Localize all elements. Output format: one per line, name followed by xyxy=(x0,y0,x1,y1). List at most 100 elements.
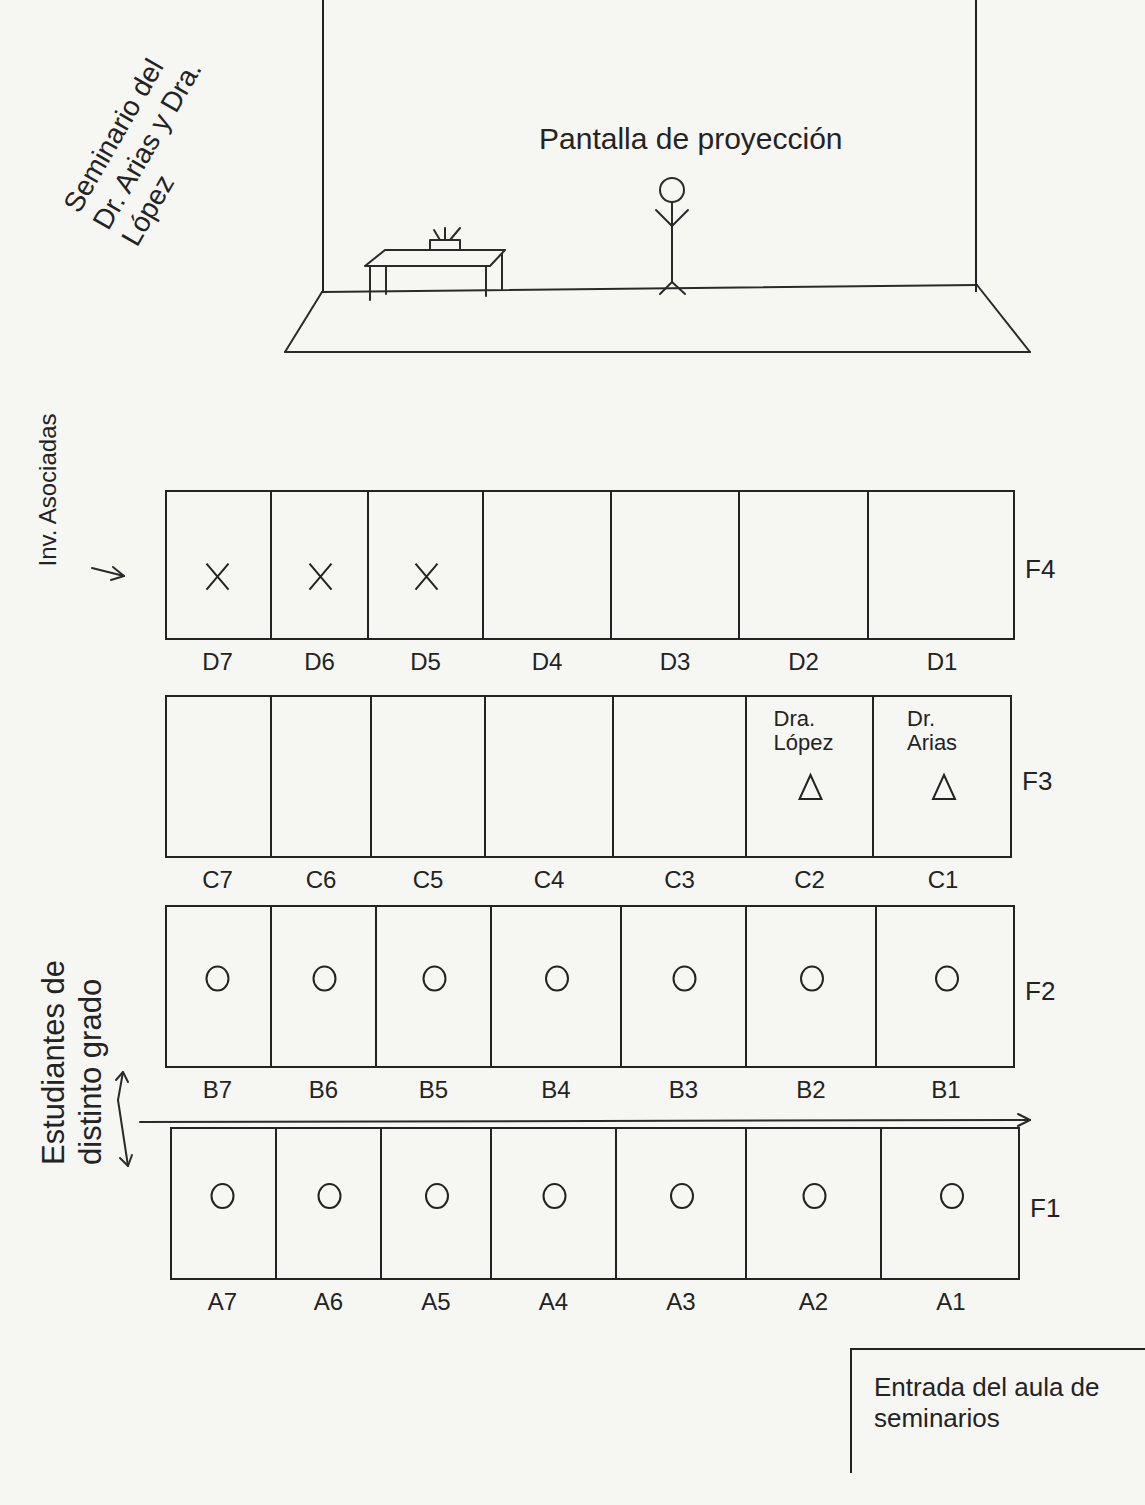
seat-cell: B1 xyxy=(875,907,1015,1066)
student-seat-mark xyxy=(382,1129,492,1278)
taken-mark xyxy=(165,492,270,638)
seat-code: A7 xyxy=(170,1288,275,1316)
seat-code: A6 xyxy=(277,1288,380,1316)
seat-row: F1A7A6A5A4A3A2A1 xyxy=(170,1127,1020,1280)
seat-cell: B4 xyxy=(490,907,620,1066)
seat-cell: D7 xyxy=(165,492,270,638)
arrow-head xyxy=(116,1072,128,1082)
student-seat-mark xyxy=(877,907,1017,1066)
seat-code: D1 xyxy=(869,648,1015,676)
screen-label: Pantalla de proyección xyxy=(539,122,843,156)
student-seat-mark-shape xyxy=(546,967,568,991)
student-seat-mark-shape xyxy=(212,1184,234,1208)
seat-code: B7 xyxy=(165,1076,270,1104)
seat-cell: D2 xyxy=(738,492,867,638)
seat-code: B5 xyxy=(377,1076,490,1104)
projector xyxy=(430,240,460,250)
seat-code: B1 xyxy=(877,1076,1015,1104)
seat-cell: A7 xyxy=(170,1129,275,1278)
seat-code: D7 xyxy=(165,648,270,676)
seat-cell: B7 xyxy=(165,907,270,1066)
speaker-arm xyxy=(656,210,672,226)
seat-code: C3 xyxy=(614,866,745,894)
seat-row: F3C7C6C5C4C3Dra. LópezC2Dr. AriasC1 xyxy=(165,695,1012,858)
student-seat-mark-shape xyxy=(424,967,446,991)
floor-edge xyxy=(285,292,322,352)
student-seat-mark xyxy=(492,907,622,1066)
seat-code: A4 xyxy=(492,1288,615,1316)
seat-cell: D3 xyxy=(610,492,738,638)
student-seat-mark xyxy=(622,907,747,1066)
seat-cell: B2 xyxy=(745,907,875,1066)
seat-code: D6 xyxy=(272,648,367,676)
row-label: F3 xyxy=(1022,766,1052,797)
pointer-arrow xyxy=(118,1100,128,1166)
table-leg xyxy=(385,266,387,294)
seat-code: C1 xyxy=(874,866,1012,894)
student-seat-mark xyxy=(747,907,877,1066)
projector-beam xyxy=(450,228,460,240)
student-seat-mark-shape xyxy=(671,1184,693,1208)
student-seat-mark xyxy=(617,1129,747,1278)
seat-cell: Dra. LópezC2 xyxy=(745,697,872,856)
side-note: Estudiantes de distinto grado xyxy=(35,895,109,1165)
seat-cell: D6 xyxy=(270,492,367,638)
student-seat-mark-shape xyxy=(804,1184,826,1208)
entrance-label: Entrada del aula de seminarios xyxy=(874,1372,1129,1434)
screen-base xyxy=(322,285,977,292)
seat-cell: A6 xyxy=(275,1129,380,1278)
seat-code: C4 xyxy=(486,866,612,894)
seat-cell: A4 xyxy=(490,1129,615,1278)
student-seat-mark-shape xyxy=(319,1184,341,1208)
seat-code: A5 xyxy=(382,1288,490,1316)
seat-row: F2B7B6B5B4B3B2B1 xyxy=(165,905,1015,1068)
student-seat-mark-shape xyxy=(674,967,696,991)
seat-cell: Dr. AriasC1 xyxy=(872,697,1012,856)
seat-cell: C3 xyxy=(612,697,745,856)
row-label: F1 xyxy=(1030,1193,1060,1224)
seat-code: A1 xyxy=(882,1288,1020,1316)
seat-code: D2 xyxy=(740,648,867,676)
seat-code: D4 xyxy=(484,648,610,676)
arrow-head xyxy=(1018,1114,1030,1126)
seat-code: C7 xyxy=(165,866,270,894)
seat-cell: A5 xyxy=(380,1129,490,1278)
side-note: Inv. Asociadas xyxy=(34,414,62,567)
taken-mark-shape xyxy=(416,564,438,590)
seat-code: D3 xyxy=(612,648,738,676)
arrow-head xyxy=(120,1155,132,1166)
seat-cell: B6 xyxy=(270,907,375,1066)
title: Seminario del Dr. Arias y Dra. López xyxy=(56,28,243,252)
student-seat-mark-shape xyxy=(801,967,823,991)
seat-code: A2 xyxy=(747,1288,880,1316)
speaker-name: Dr. Arias xyxy=(907,707,979,755)
student-seat-mark xyxy=(272,907,377,1066)
speaker-seat-mark xyxy=(874,697,1014,856)
seat-code: B2 xyxy=(747,1076,875,1104)
row-arrow xyxy=(140,1120,1030,1122)
seat-cell: A2 xyxy=(745,1129,880,1278)
student-seat-mark xyxy=(882,1129,1022,1278)
projection-screen: Pantalla de proyección xyxy=(322,0,977,292)
seat-cell: D5 xyxy=(367,492,482,638)
table-leg xyxy=(369,266,371,300)
student-seat-mark xyxy=(377,907,492,1066)
student-seat-mark-shape xyxy=(207,967,229,991)
table-leg xyxy=(501,254,503,290)
student-seat-mark xyxy=(492,1129,617,1278)
seat-cell: C7 xyxy=(165,697,270,856)
projector-beam xyxy=(444,228,446,240)
floor-edge xyxy=(977,285,1030,352)
entrance-box: Entrada del aula de seminarios xyxy=(850,1348,1145,1473)
student-seat-mark xyxy=(165,907,270,1066)
speaker-seat-mark-shape xyxy=(800,775,822,799)
student-seat-mark-shape xyxy=(941,1184,963,1208)
taken-mark xyxy=(369,492,484,638)
seat-code: B3 xyxy=(622,1076,745,1104)
speaker-head xyxy=(660,178,684,202)
seat-code: D5 xyxy=(369,648,482,676)
student-seat-mark-shape xyxy=(426,1184,448,1208)
seat-cell: A3 xyxy=(615,1129,745,1278)
speaker-body xyxy=(671,202,673,282)
